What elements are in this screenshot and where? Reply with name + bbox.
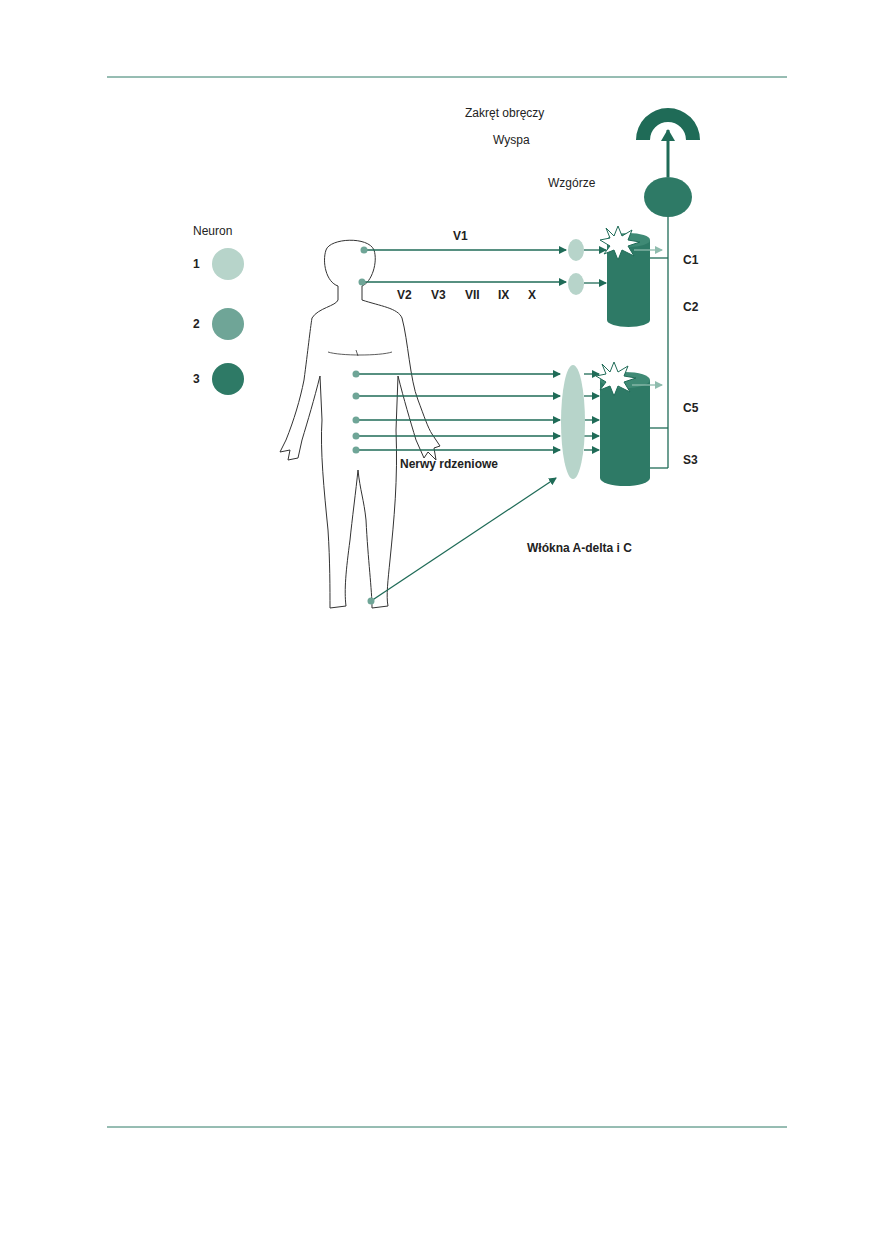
spinal-cylinder [600, 233, 650, 486]
legend-swatch [212, 308, 244, 340]
synapse-burst [596, 226, 640, 396]
header-rule [107, 77, 787, 78]
node-outline [636, 106, 700, 140]
segment-label: S3 [683, 453, 698, 467]
segment-label: C1 [683, 253, 698, 267]
segment-label: C5 [683, 401, 698, 415]
nerve-label: V2 [397, 288, 412, 302]
legend-number: 1 [193, 257, 200, 271]
tract-arrow [632, 250, 662, 385]
node-outline [644, 177, 692, 217]
segment-label: C2 [683, 300, 698, 314]
nerve-label: Nerwy rdzeniowe [400, 457, 498, 471]
node-shape [636, 108, 700, 140]
body-detail [328, 350, 392, 356]
nerve-label: IX [498, 288, 509, 302]
fiber-label: Włókna A-delta i C [527, 541, 632, 555]
nerve-paths [356, 217, 668, 601]
nerve-label: X [528, 288, 536, 302]
node-label: Wyspa [493, 133, 530, 147]
node-label: Zakręt obręczy [465, 106, 544, 120]
legend-number: 2 [193, 317, 200, 331]
legend-swatch [212, 248, 244, 280]
nerve-label: V3 [431, 288, 446, 302]
connector-arrow [667, 130, 670, 177]
legend-number: 3 [193, 372, 200, 386]
body-outline [280, 240, 440, 608]
legend-heading: Neuron [193, 224, 232, 238]
node-label: Wzgórze [548, 176, 595, 190]
receptor-dots [353, 247, 375, 605]
nerve-label: VII [465, 288, 480, 302]
ganglia [561, 239, 585, 479]
footer-rule [107, 1127, 787, 1128]
node-shape [644, 177, 692, 217]
thalamus-node: Wzgórze [644, 177, 692, 217]
legend-swatch [212, 363, 244, 395]
nerve-label: V1 [453, 229, 468, 243]
cortex-arc: Zakręt obręczyWyspa [636, 106, 700, 140]
